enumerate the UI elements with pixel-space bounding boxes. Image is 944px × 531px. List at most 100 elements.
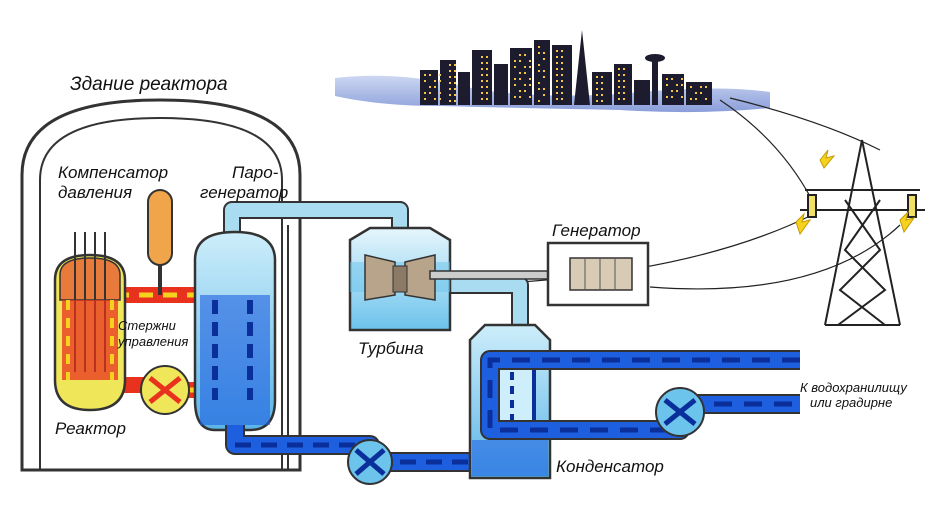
city-window-light	[556, 86, 558, 88]
city-window-light	[481, 74, 483, 76]
city-window-light	[538, 100, 540, 102]
city-window-light	[623, 92, 625, 94]
city-window-light	[561, 80, 563, 82]
city-window-light	[486, 98, 488, 100]
turbine-label: Турбина	[358, 339, 424, 358]
steam-generator-label-line2: генератор	[200, 183, 288, 202]
city-window-light	[601, 82, 603, 84]
city-window-light	[666, 78, 668, 80]
city-window-light	[681, 78, 683, 80]
city-window-light	[538, 52, 540, 54]
city-window-light	[538, 70, 540, 72]
city-window-light	[700, 92, 702, 94]
city-window-light	[561, 62, 563, 64]
city-window-light	[561, 74, 563, 76]
city-window-light	[529, 96, 531, 98]
city-window-light	[676, 90, 678, 92]
city-window-light	[519, 60, 521, 62]
city-window-light	[623, 80, 625, 82]
city-window-light	[623, 68, 625, 70]
city-window-light	[519, 78, 521, 80]
city-window-light	[543, 76, 545, 78]
city-window-light	[681, 84, 683, 86]
city-window-light	[671, 96, 673, 98]
control-rods-label-line2: управления	[117, 334, 188, 349]
city-window-light	[690, 98, 692, 100]
steam-generator-icon	[193, 230, 277, 432]
city-window-light	[601, 76, 603, 78]
city-window-light	[596, 88, 598, 90]
city-window-light	[601, 100, 603, 102]
city-window-light	[514, 84, 516, 86]
city-window-light	[556, 74, 558, 76]
city-window-light	[695, 98, 697, 100]
city-window-light	[486, 86, 488, 88]
control-rods-label-line1: Стержни	[118, 318, 176, 333]
cooling-destination-label-line2: или градирне	[810, 395, 892, 410]
city-window-light	[538, 64, 540, 66]
city-window-light	[514, 66, 516, 68]
city-window-light	[434, 86, 436, 88]
building-label: Здание реактора	[70, 74, 228, 95]
city-window-light	[429, 74, 431, 76]
city-window-light	[623, 86, 625, 88]
city-window-light	[543, 70, 545, 72]
city-window-light	[486, 56, 488, 58]
city-window-light	[538, 46, 540, 48]
city-window-light	[454, 94, 456, 96]
city-window-light	[449, 70, 451, 72]
city-window-light	[561, 98, 563, 100]
city-window-light	[601, 94, 603, 96]
steam-generator-label-line1: Паро-	[232, 163, 279, 182]
city-window-light	[543, 88, 545, 90]
pump-icon	[347, 439, 393, 485]
city-window-light	[618, 92, 620, 94]
city-window-light	[561, 56, 563, 58]
city-window-light	[514, 96, 516, 98]
city-window-light	[695, 92, 697, 94]
city-window-light	[519, 96, 521, 98]
pressurizer-label-line1: Компенсатор	[58, 163, 168, 182]
city-window-light	[434, 98, 436, 100]
turbine-icon	[348, 226, 452, 332]
city-window-light	[618, 86, 620, 88]
pressurizer-label-line2: давления	[58, 183, 132, 202]
city-window-light	[429, 92, 431, 94]
city-window-light	[538, 88, 540, 90]
city-window-light	[449, 94, 451, 96]
city-window-light	[529, 66, 531, 68]
city-window-light	[666, 96, 668, 98]
city-window-light	[481, 92, 483, 94]
city-window-light	[439, 74, 441, 76]
city-window-light	[705, 98, 707, 100]
city-window-light	[429, 86, 431, 88]
city-window-light	[454, 76, 456, 78]
city-window-light	[481, 86, 483, 88]
city-window-light	[556, 80, 558, 82]
city-window-light	[519, 72, 521, 74]
city-window-light	[439, 80, 441, 82]
city-window-light	[439, 92, 441, 94]
city-window-light	[561, 92, 563, 94]
city-window-light	[481, 98, 483, 100]
city-window-light	[596, 100, 598, 102]
pump-icon	[655, 387, 705, 437]
city-window-light	[556, 56, 558, 58]
city-window-light	[671, 90, 673, 92]
city-window-light	[538, 82, 540, 84]
city-window-light	[454, 70, 456, 72]
city-window-light	[424, 74, 426, 76]
pressurizer-icon	[147, 189, 173, 295]
city-window-light	[524, 54, 526, 56]
city-window-light	[618, 68, 620, 70]
city-window-light	[524, 90, 526, 92]
city-window-light	[529, 60, 531, 62]
city-skyline-icon	[335, 30, 770, 113]
city-window-light	[454, 100, 456, 102]
reactor-vessel-icon	[53, 232, 127, 412]
city-window-light	[434, 80, 436, 82]
city-window-light	[596, 82, 598, 84]
city-window-light	[486, 74, 488, 76]
city-window-light	[424, 80, 426, 82]
city-window-light	[449, 82, 451, 84]
